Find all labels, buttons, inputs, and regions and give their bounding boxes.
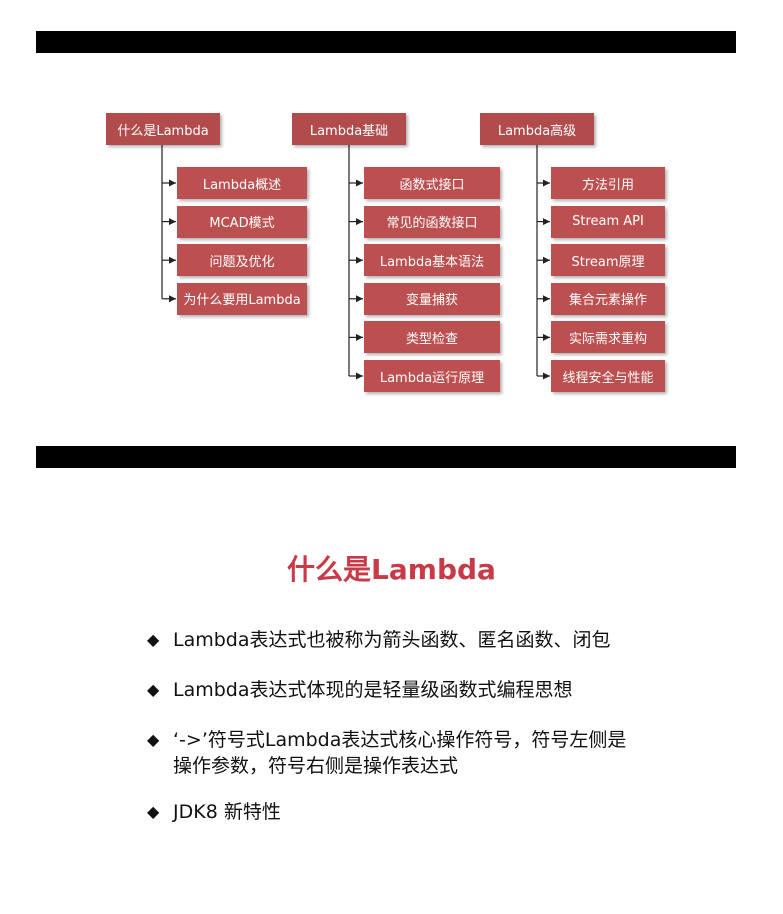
diagram-child-node: 集合元素操作 xyxy=(551,282,665,315)
section-title: 什么是Lambda xyxy=(287,553,496,586)
diagram-child-node: MCAD模式 xyxy=(177,205,307,238)
diagram-root-node: Lambda高级 xyxy=(480,113,594,145)
diagram-child-node: 变量捕获 xyxy=(364,282,500,315)
top-black-bar xyxy=(36,31,736,53)
diagram-child-node: Lambda运行原理 xyxy=(364,360,500,392)
bullet-text: Lambda表达式也被称为箭头函数、匿名函数、闭包 xyxy=(173,629,611,651)
connector-lines xyxy=(161,145,550,380)
diamond-bullet-icon: ◆ xyxy=(147,680,160,699)
diamond-bullet-icon: ◆ xyxy=(147,802,160,821)
diagram-root-node: Lambda基础 xyxy=(292,113,406,145)
bullet-item: ◆ JDK8 新特性 xyxy=(147,799,647,825)
bullet-text: Lambda表达式体现的是轻量级函数式编程思想 xyxy=(173,679,573,701)
bullet-item: ◆ Lambda表达式体现的是轻量级函数式编程思想 xyxy=(147,677,647,703)
diagram-child-node: 函数式接口 xyxy=(364,167,500,199)
bullet-item: ◆ Lambda表达式也被称为箭头函数、匿名函数、闭包 xyxy=(147,627,647,653)
diagram-child-node: 线程安全与性能 xyxy=(551,360,665,392)
bullet-text: ‘->’符号式Lambda表达式核心操作符号，符号左侧是操作参数，符号右侧是操作… xyxy=(173,729,627,777)
diagram-root-node: 什么是Lambda xyxy=(106,113,220,145)
bullet-item: ◆ ‘->’符号式Lambda表达式核心操作符号，符号左侧是操作参数，符号右侧是… xyxy=(147,727,627,779)
diamond-bullet-icon: ◆ xyxy=(147,630,160,649)
diagram-child-node: Lambda概述 xyxy=(177,167,307,199)
diagram-child-node: 实际需求重构 xyxy=(551,321,665,354)
diagram-child-node: Stream API xyxy=(551,205,665,238)
diagram-child-node: 为什么要用Lambda xyxy=(177,282,307,315)
diagram-child-node: 类型检查 xyxy=(364,321,500,354)
middle-black-bar xyxy=(36,446,736,468)
diagram-child-node: 常见的函数接口 xyxy=(364,205,500,238)
diagram-child-node: Stream原理 xyxy=(551,244,665,277)
diagram-child-node: 方法引用 xyxy=(551,167,665,199)
bullet-text: JDK8 新特性 xyxy=(173,801,281,823)
diamond-bullet-icon: ◆ xyxy=(147,730,160,749)
diagram-child-node: Lambda基本语法 xyxy=(364,244,500,277)
diagram-child-node: 问题及优化 xyxy=(177,244,307,277)
